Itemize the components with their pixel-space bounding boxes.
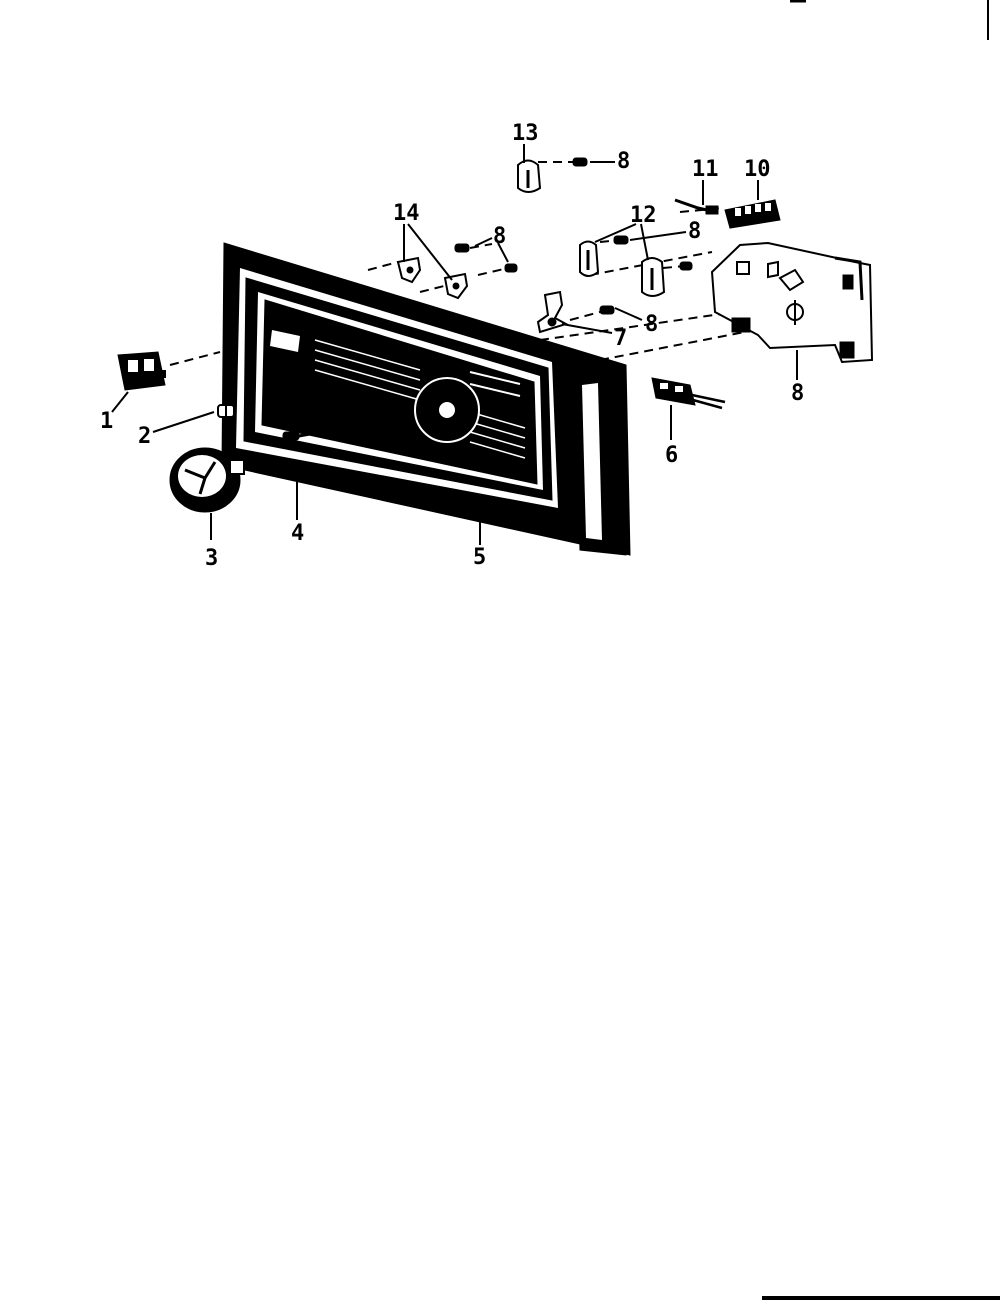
callout-8-mid: 8 bbox=[688, 219, 701, 244]
screw-upper bbox=[282, 431, 311, 441]
pin-part bbox=[217, 404, 235, 418]
callout-13: 13 bbox=[512, 121, 539, 146]
callout-4: 4 bbox=[291, 521, 304, 546]
callout-5: 5 bbox=[473, 545, 486, 570]
callout-1: 1 bbox=[100, 409, 113, 434]
callout-11: 11 bbox=[692, 157, 719, 182]
callout-3: 3 bbox=[205, 546, 218, 571]
callout-2: 2 bbox=[138, 424, 151, 449]
wire-clamps bbox=[579, 240, 666, 297]
terminal-block bbox=[724, 199, 781, 229]
callout-7: 7 bbox=[614, 326, 627, 351]
control-panel bbox=[221, 242, 631, 556]
clamp-right bbox=[641, 257, 666, 297]
top-clamp bbox=[517, 159, 542, 193]
callouts: 1 2 3 4 5 6 7 8 8 8 8 8 8 10 11 12 13 14 bbox=[100, 121, 804, 571]
knob-part bbox=[169, 447, 245, 513]
retainer-clips bbox=[396, 256, 469, 300]
screw-lower bbox=[287, 466, 316, 476]
callout-8-left: 8 bbox=[493, 224, 506, 249]
timer-module bbox=[710, 241, 874, 364]
wire-connector bbox=[651, 377, 726, 410]
callout-14: 14 bbox=[393, 201, 420, 226]
callout-10: 10 bbox=[744, 157, 771, 182]
callout-8-bracket: 8 bbox=[645, 312, 658, 337]
small-screws bbox=[454, 157, 693, 315]
callout-8-module: 8 bbox=[791, 381, 804, 406]
switch-part bbox=[117, 351, 166, 391]
callout-8-top: 8 bbox=[617, 149, 630, 174]
clamp-left bbox=[579, 240, 600, 277]
screws bbox=[282, 431, 316, 476]
callout-12: 12 bbox=[630, 203, 657, 228]
wire-clip bbox=[674, 198, 719, 215]
bracket-part bbox=[536, 290, 569, 334]
page-edge-marks bbox=[762, 0, 1000, 1300]
callout-6: 6 bbox=[665, 443, 678, 468]
leader-lines bbox=[111, 144, 798, 545]
